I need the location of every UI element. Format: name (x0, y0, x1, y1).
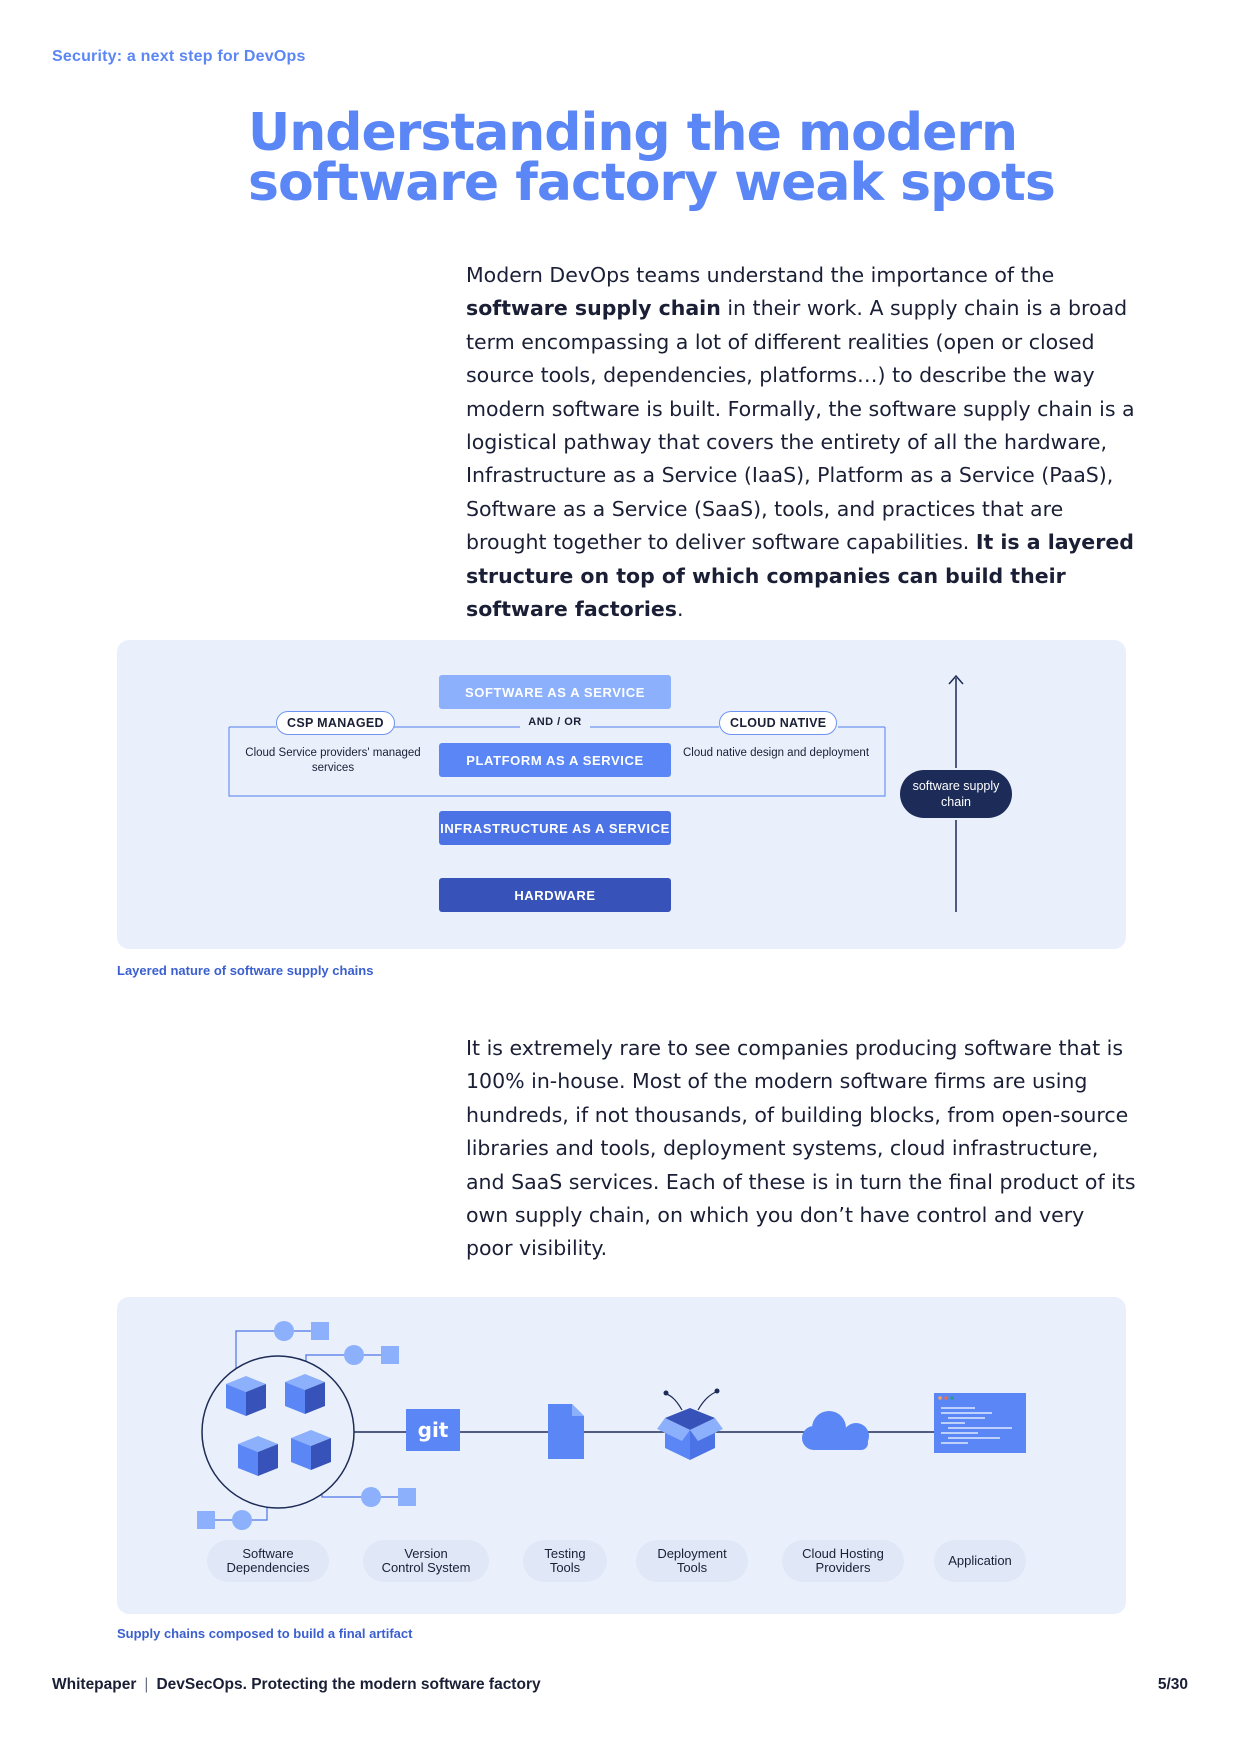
and-or-label: AND / OR (528, 716, 582, 728)
stage-software-dependencies: Software Dependencies (207, 1540, 329, 1582)
page-footer: Whitepaper | DevSecOps. Protecting the mod… (52, 1676, 541, 1694)
footer-doc-title: DevSecOps. Protecting the modern softwar… (156, 1676, 541, 1693)
cloud-native-desc: Cloud native design and deployment (682, 747, 870, 759)
supply-chain-badge: software supply chain (900, 770, 1012, 818)
stage-application: Application (934, 1540, 1026, 1582)
running-header: Security: a next step for DevOps (52, 48, 306, 65)
para1-text-1: Modern DevOps teams understand the impor… (466, 263, 1055, 287)
layer-paas: PLATFORM AS A SERVICE (439, 743, 671, 777)
code-window-icon (934, 1393, 1026, 1453)
intro-paragraph: Modern DevOps teams understand the impor… (466, 259, 1136, 626)
node-square-1 (311, 1322, 329, 1340)
node-circle-3 (361, 1487, 381, 1507)
page-title: Understanding the modern software factor… (248, 103, 1056, 213)
layer-saas: SOFTWARE AS A SERVICE (439, 675, 671, 709)
cloud-native-label: CLOUD NATIVE (719, 711, 838, 735)
node-circle-1 (274, 1321, 294, 1341)
page-number: 5/30 (1157, 1676, 1188, 1693)
package-icon (657, 1388, 723, 1460)
node-circle-2 (344, 1345, 364, 1365)
cloud-icon (802, 1411, 869, 1450)
para1-text-2: in their work. A supply chain is a broad… (466, 296, 1135, 555)
cubes-icon (226, 1374, 331, 1476)
layer-hardware: HARDWARE (439, 878, 671, 912)
para1-bold-2: It is a layered structure on top of whic… (466, 530, 1134, 622)
csp-managed-label: CSP MANAGED (276, 711, 395, 735)
second-paragraph: It is extremely rare to see companies pr… (466, 1036, 1136, 1261)
chain-arrow-head (948, 674, 964, 685)
node-circle-4 (232, 1510, 252, 1530)
figure2-caption: Supply chains composed to build a final … (117, 1626, 413, 1641)
stage-deployment-tools: Deployment Tools (636, 1540, 748, 1582)
node-square-3 (398, 1488, 416, 1506)
stage-testing-tools: Testing Tools (523, 1540, 607, 1582)
stage-cloud-hosting: Cloud Hosting Providers (782, 1540, 904, 1582)
csp-managed-desc: Cloud Service providers' managed service… (245, 747, 421, 774)
document-icon (548, 1404, 584, 1459)
managed-bracket (228, 727, 886, 797)
footer-doc-type: Whitepaper (52, 1676, 137, 1693)
para1-bold-1: software supply chain (466, 296, 721, 321)
stage-version-control: Version Control System (363, 1540, 489, 1582)
git-icon: git (406, 1409, 460, 1451)
node-square-2 (381, 1346, 399, 1364)
footer-separator: | (144, 1676, 149, 1693)
layer-iaas: INFRASTRUCTURE AS A SERVICE (439, 811, 671, 845)
figure1-caption: Layered nature of software supply chains (117, 963, 374, 978)
node-square-4 (197, 1511, 215, 1529)
para1-text-3: . (676, 597, 684, 622)
dependency-nodes (197, 1321, 416, 1530)
dependencies-circle (201, 1355, 355, 1509)
